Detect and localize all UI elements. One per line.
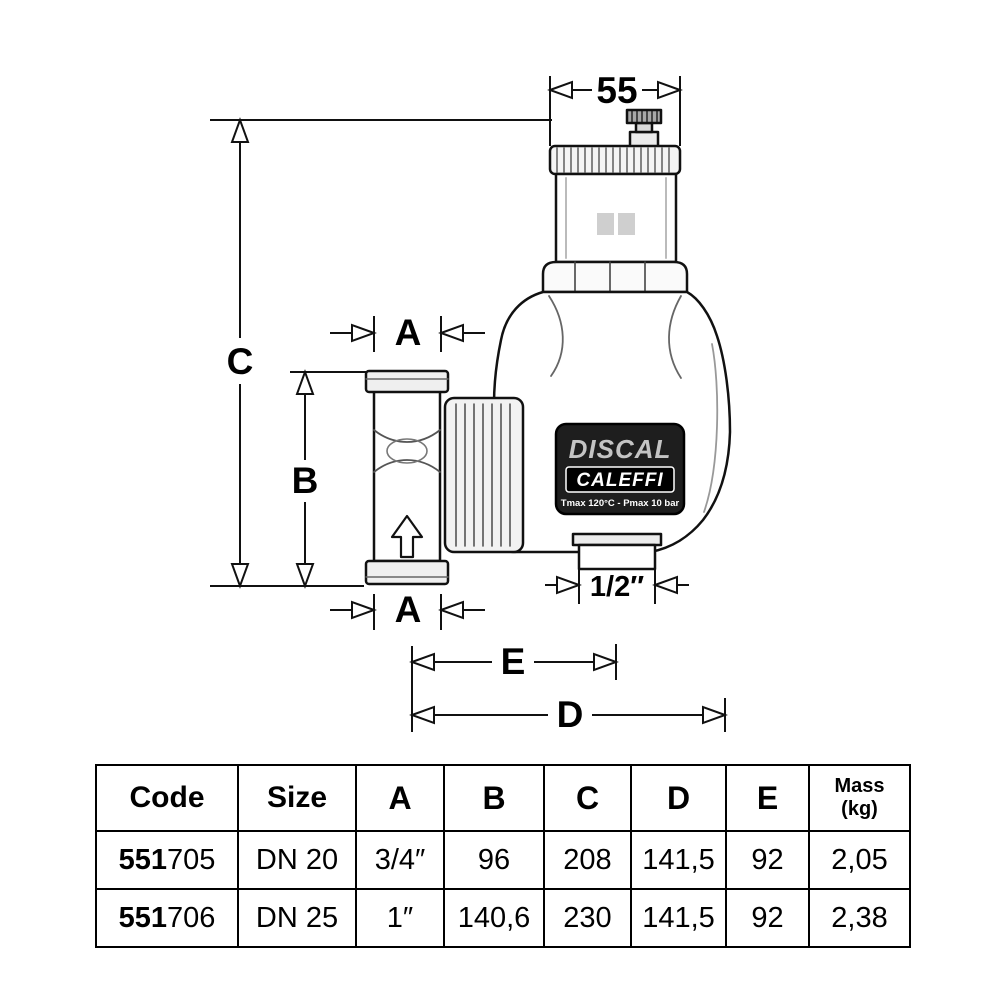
- brand-badge: DISCAL CALEFFI Tmax 120°C - Pmax 10 bar: [554, 422, 686, 516]
- badge-maker-text: CALEFFI: [576, 470, 663, 491]
- cell-size: DN 20: [237, 830, 357, 890]
- cell-c: 230: [543, 888, 632, 948]
- knurled-cap: [548, 144, 682, 176]
- dim-a-top: A: [330, 312, 485, 353]
- dim-e-label: E: [501, 641, 526, 682]
- cell-a: 3/4″: [355, 830, 445, 890]
- cell-code: 551705: [95, 830, 239, 890]
- dim-b-label: B: [292, 460, 319, 501]
- collar: [541, 260, 689, 294]
- cell-c: 208: [543, 830, 632, 890]
- table-header-row: Code Size A B C D E Mass (kg): [95, 764, 911, 832]
- air-vent: [625, 108, 663, 150]
- inlet-fitting: [364, 369, 450, 586]
- cell-e: 92: [725, 830, 810, 890]
- cell-b: 96: [443, 830, 545, 890]
- dim-b: B: [290, 369, 366, 589]
- chamber: [554, 172, 678, 264]
- flow-arrow-icon: [390, 514, 424, 559]
- cell-d: 141,5: [630, 888, 727, 948]
- dim-55-label: 55: [596, 70, 637, 111]
- col-header-c: C: [543, 764, 632, 832]
- dim-a-top-label: A: [395, 312, 422, 353]
- dim-d-label: D: [557, 694, 584, 735]
- cell-d: 141,5: [630, 830, 727, 890]
- table-row: 551705 DN 20 3/4″ 96 208 141,5 92 2,05: [95, 830, 911, 890]
- dim-c: C: [210, 117, 552, 589]
- cell-b: 140,6: [443, 888, 545, 948]
- col-header-e: E: [725, 764, 810, 832]
- badge-spec-text: Tmax 120°C - Pmax 10 bar: [561, 498, 680, 509]
- dim-a-bottom-label: A: [395, 589, 422, 630]
- dim-d: D: [409, 694, 728, 735]
- col-header-code: Code: [95, 764, 239, 832]
- col-header-b: B: [443, 764, 545, 832]
- dim-port-label: 1/2″: [590, 571, 644, 603]
- mass-header-line2: (kg): [841, 798, 878, 820]
- table-row: 551706 DN 25 1″ 140,6 230 141,5 92 2,38: [95, 888, 911, 948]
- col-header-size: Size: [237, 764, 357, 832]
- dim-a-bottom: A: [330, 589, 485, 630]
- dimensions: 55 C B: [210, 70, 728, 735]
- drain-port: [571, 532, 663, 571]
- code-prefix: 551: [118, 843, 167, 876]
- cell-e: 92: [725, 888, 810, 948]
- valve-diagram: DISCAL CALEFFI Tmax 120°C - Pmax 10 bar …: [210, 70, 732, 735]
- cell-code: 551706: [95, 888, 239, 948]
- cell-size: DN 25: [237, 888, 357, 948]
- code-prefix: 551: [118, 901, 167, 934]
- mass-header-line1: Mass: [834, 775, 885, 797]
- cell-mass: 2,05: [808, 830, 911, 890]
- badge-brand-text: DISCAL: [569, 434, 672, 464]
- valve-drawing: DISCAL CALEFFI Tmax 120°C - Pmax 10 bar: [364, 108, 732, 586]
- cell-a: 1″: [355, 888, 445, 948]
- spec-table: Code Size A B C D E Mass (kg) 551705 DN …: [95, 764, 911, 948]
- code-suffix: 706: [167, 901, 216, 934]
- union-nut: [443, 396, 525, 554]
- col-header-d: D: [630, 764, 727, 832]
- dim-port: 1/2″: [545, 566, 689, 604]
- dim-c-label: C: [227, 341, 254, 382]
- dim-e: E: [409, 641, 619, 732]
- col-header-mass: Mass (kg): [808, 764, 911, 832]
- dim-55: 55: [547, 70, 683, 146]
- col-header-a: A: [355, 764, 445, 832]
- cell-mass: 2,38: [808, 888, 911, 948]
- code-suffix: 705: [167, 843, 216, 876]
